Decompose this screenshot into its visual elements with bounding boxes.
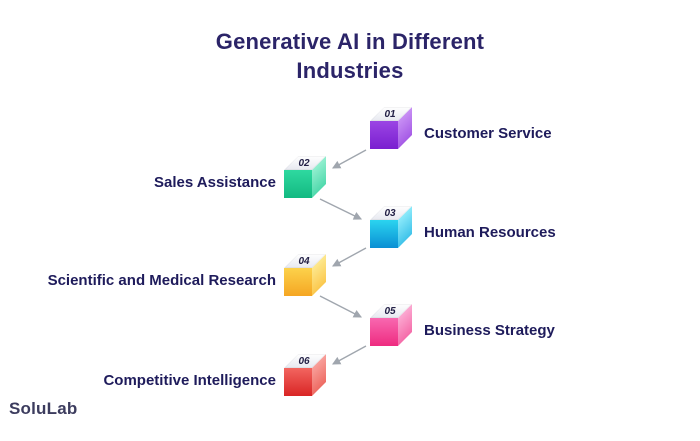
connector-arrow — [332, 345, 367, 365]
cube-front-face — [284, 170, 312, 198]
item-label-competitive-intelligence: Competitive Intelligence — [103, 372, 276, 389]
item-cube-06: 06 — [284, 354, 326, 396]
item-cube-01: 01 — [370, 107, 412, 149]
item-cube-04: 04 — [284, 254, 326, 296]
page-title: Generative AI in Different Industries — [215, 29, 485, 83]
connector-arrow — [332, 247, 367, 267]
item-label-business-strategy: Business Strategy — [424, 322, 555, 339]
item-cube-05: 05 — [370, 304, 412, 346]
cube-front-face — [370, 121, 398, 149]
item-cube-02: 02 — [284, 156, 326, 198]
brand-logo: SoluLab — [9, 399, 78, 418]
item-label-sales-assistance: Sales Assistance — [153, 174, 276, 191]
item-number: 03 — [385, 207, 397, 219]
item-number: 02 — [299, 157, 311, 169]
cube-front-face — [284, 268, 312, 296]
item-number: 01 — [385, 108, 397, 120]
item-cube-03: 03 — [370, 206, 412, 248]
item-number: 04 — [299, 255, 311, 267]
cube-front-face — [284, 368, 312, 396]
cube-front-face — [370, 318, 398, 346]
item-label-human-resources: Human Resources — [424, 224, 556, 241]
item-label-scientific-medical-research: Scientific and Medical Research — [47, 272, 276, 289]
cube-front-face — [370, 220, 398, 248]
connector-arrow — [332, 149, 367, 169]
item-number: 05 — [385, 305, 397, 317]
connector-arrow — [319, 198, 363, 220]
item-number: 06 — [299, 355, 311, 367]
item-label-customer-service: Customer Service — [424, 125, 552, 142]
connector-arrow — [319, 295, 362, 318]
